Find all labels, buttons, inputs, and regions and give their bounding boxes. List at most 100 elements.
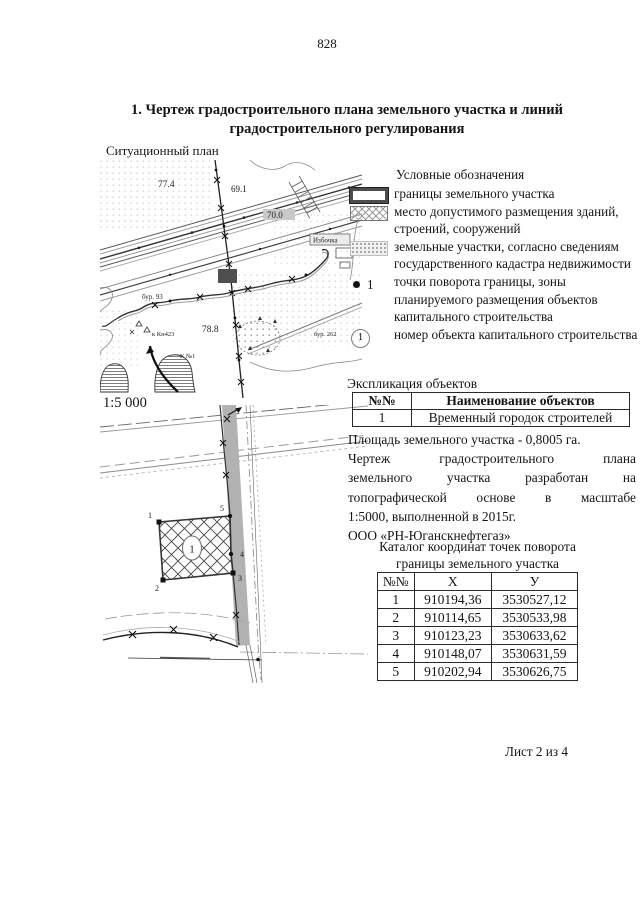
situational-plan-map: Избочка 77.4 69.1 70.0 78.8 бур. 93 к Кн… [100, 160, 362, 398]
cadastre-boundary-lines [245, 405, 267, 684]
column-header: №№ [377, 572, 415, 591]
column-header: X [413, 572, 492, 591]
legend-item: 1 точки поворота границы, зоны планируем… [350, 273, 640, 326]
izba-label: Избочка [309, 233, 351, 246]
drawing-title-line2: градостроительного регулирования [229, 121, 465, 137]
cell: 3530533,98 [490, 608, 579, 627]
well-label: К №1 [180, 353, 195, 360]
cell: 3530626,75 [490, 662, 579, 681]
sheet-label: Лист 2 из 4 [505, 744, 568, 759]
object-number-icon [181, 535, 203, 561]
point-label: 1 [148, 511, 152, 520]
catalog-title: Каталог координат точек поворота границы… [362, 539, 593, 572]
plot-location-marker [218, 269, 237, 283]
legend-item-label: земельные участки, согласно сведениям го… [394, 238, 631, 272]
x-mark-icon [151, 275, 296, 309]
cell: 3 [377, 626, 415, 645]
point-label: 3 [238, 574, 242, 583]
elevation-label: 70.0 [267, 210, 283, 220]
cell: 1 [377, 590, 415, 609]
table-row: 4 910148,07 3530631,59 [377, 644, 579, 663]
explication-table: №№ Наименование объектов 1 Временный гор… [352, 392, 630, 427]
cadastre-parcel-icon [350, 240, 388, 256]
hatched-mounds [100, 354, 196, 393]
turning-point-icon [353, 281, 360, 289]
table-row: 2 910114,65 3530533,98 [377, 608, 579, 627]
cell: 910194,36 [413, 590, 492, 609]
cell: Временный городок строителей [411, 409, 630, 427]
catalog-title-line2: границы земельного участка [396, 555, 559, 571]
legend-item: земельные участки, согласно сведениям го… [350, 238, 640, 273]
column-header: Наименование объектов [411, 392, 630, 410]
x-mark-icon [128, 625, 218, 642]
column-header: У [490, 572, 579, 591]
bottom-road-curves [102, 612, 251, 648]
cell: 2 [377, 608, 415, 627]
elevation-label: 69.1 [231, 184, 247, 194]
table-row: 1 910194,36 3530527,12 [377, 590, 579, 609]
explication-title: Экспликация объектов [347, 376, 478, 391]
table-header-row: №№ X У [377, 572, 579, 591]
survey-symbols [129, 320, 151, 335]
cell: 910148,07 [413, 644, 492, 663]
allowed-placement-icon [350, 205, 388, 221]
description-line: ООО «РН-Юганскнефтегаз» [348, 528, 511, 544]
x-mark-icon [213, 176, 245, 386]
description-line: Площадь земельного участка - 0,8005 га. [348, 432, 581, 447]
road-corridor [222, 405, 250, 646]
road-corridor-upper [100, 174, 362, 272]
arrow-icon [227, 407, 242, 416]
cell: 5 [377, 662, 415, 681]
cell: 3530633,62 [490, 626, 579, 645]
legend-item-label: границы земельного участка [394, 185, 555, 201]
point-label: 2 [155, 584, 159, 593]
page-number: 828 [317, 36, 337, 51]
object-number-marker: 1 [357, 331, 364, 344]
description-line: топографической основе в масштабе [348, 489, 636, 505]
legend-item-label: точки поворота границы, зоны планируемог… [394, 273, 598, 325]
x-mark-icon [219, 415, 240, 619]
legend: Условные обозначения границы земельного … [349, 166, 640, 348]
plot-boundary-icon [349, 186, 389, 204]
column-header: №№ [352, 392, 412, 410]
legend-item: границы земельного участка [349, 185, 640, 204]
elevation-label: 78.8 [202, 325, 219, 335]
land-plot-polygon: 1 1 2 3 4 5 [148, 504, 244, 593]
legend-title: Условные обозначения [396, 167, 525, 182]
borehole-label: бур. 93 [142, 293, 163, 301]
gray-patch [263, 209, 295, 220]
direction-label: к Кн423 [152, 331, 174, 338]
situational-plan-label: Ситуационный план [106, 143, 219, 158]
legend-item: место допустимого размещения зданий, стр… [350, 203, 640, 238]
bottom-lines [127, 644, 369, 684]
scale-label: 1:5 000 [103, 395, 147, 411]
legend-item: 1 номер объекта капитального строительст… [350, 326, 640, 348]
cell: 4 [377, 644, 415, 663]
table-row: 1 Временный городок строителей [352, 409, 630, 427]
cell: 910114,65 [413, 608, 492, 627]
contour-lines [100, 160, 362, 372]
object-number: 1 [189, 544, 195, 556]
coordinates-table: №№ X У 1 910194,36 3530527,12 2 910114,6… [377, 572, 579, 681]
cell: 910202,94 [413, 662, 492, 681]
legend-item-label: номер объекта капитального строительства [394, 326, 638, 342]
drawing-title-line1: 1. Чертеж градостроительного плана земел… [131, 102, 563, 118]
borehole-label: бур. 262 [314, 331, 337, 338]
elevation-label: 77.4 [158, 180, 175, 190]
cell: 1 [352, 409, 412, 427]
point-label: 4 [240, 550, 244, 559]
drawing-title: 1. Чертеж градостроительного плана земел… [52, 101, 640, 139]
svg-text:Избочка: Избочка [313, 237, 339, 245]
ladder-structure [288, 175, 321, 219]
turning-point-number: 1 [367, 276, 374, 292]
detail-plan-map: 1 1 2 3 4 5 [100, 405, 369, 684]
cell: 910123,23 [413, 626, 492, 645]
catalog-title-line1: Каталог координат точек поворота [379, 539, 576, 554]
cell: 3530631,59 [490, 644, 579, 663]
table-row: 5 910202,94 3530626,75 [377, 662, 579, 681]
object-number-icon: 1 [351, 328, 370, 348]
table-header-row: №№ Наименование объектов [352, 392, 630, 410]
legend-item-label: место допустимого размещения зданий, стр… [394, 203, 619, 237]
marsh-area [235, 316, 281, 356]
